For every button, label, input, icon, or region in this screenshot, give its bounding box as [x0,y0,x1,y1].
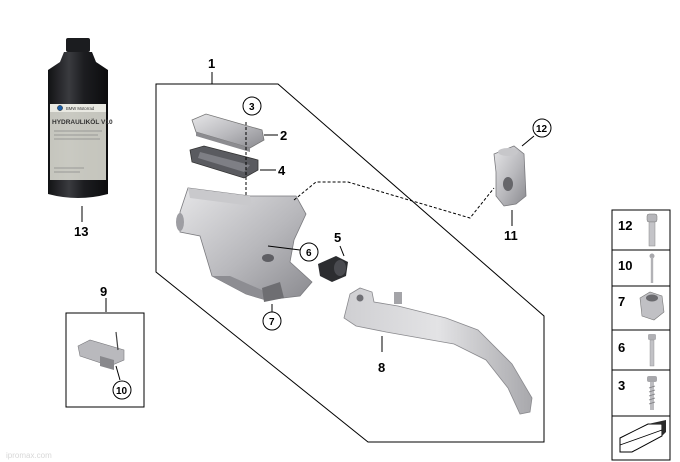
master-cylinder-body [176,187,313,302]
callout-6: 6 [306,248,312,259]
callout-2: 2 [280,128,287,143]
bottle-product: HYDRAULIKÖL V10 [52,117,113,126]
callout-5: 5 [334,230,341,245]
bmw-logo-icon [57,105,63,111]
lever-adjuster [394,292,402,304]
leader-12 [521,135,535,147]
parts-legend: 12 10 7 6 [611,209,671,461]
legend-row-3: 3 [618,376,657,410]
bottle-cap [66,38,90,52]
callout-13: 13 [74,224,88,239]
legend-row-7: 7 [618,291,665,321]
callout-12-badge [532,118,552,138]
callout-7-badge: 7 [262,304,282,331]
rubber-boot: 5 [318,230,348,282]
brake-switch-detail: 9 10 [65,284,145,408]
legend-row-6: 6 [618,334,656,367]
callout-9: 9 [100,284,107,299]
nut-icon [639,291,665,321]
leader-10 [115,365,121,381]
brake-switch [77,339,125,367]
bolt-icon [646,213,658,247]
arrow-symbol-icon [619,420,666,453]
legend-number-6: 6 [618,340,625,355]
callout-12: 12 [536,124,548,135]
hydraulic-oil-bottle: BMW Motorrad HYDRAULIKÖL V10 13 [48,38,113,239]
legend-row-12: 12 [618,213,658,247]
switch-pin [115,331,119,351]
callout-10-badge [112,380,132,400]
leader-6 [267,245,301,251]
clamp-alignment-line [293,181,495,219]
callout-8: 8 [378,360,385,375]
legend-number-7: 7 [618,294,625,309]
callout-11: 11 [504,228,518,243]
legend-number-3: 3 [618,378,625,393]
leader-5 [339,245,345,257]
pin-icon [649,253,655,283]
lever-pivot [356,294,364,302]
handlebar-clamp: 11 12 [493,118,552,243]
legend-number-12: 12 [618,218,632,233]
callout-3: 3 [249,102,255,113]
bottle-brand: BMW Motorrad [66,106,95,111]
bottle-label: BMW Motorrad HYDRAULIKÖL V10 [50,104,113,180]
legend-row-10: 10 [618,253,655,283]
screw-icon [647,376,657,410]
watermark: ipromax.com [6,451,52,460]
callout-4: 4 [278,163,286,178]
brake-lever: 8 [343,287,533,415]
screw-icon [648,334,656,367]
callout-7: 7 [269,317,275,328]
reservoir-gasket: 4 [189,145,286,179]
legend-frame [611,209,671,461]
callout-1: 1 [208,56,215,71]
callout-6-badge: 6 [267,242,319,262]
callout-10: 10 [116,386,128,397]
assembly-1-outline: 1 [155,56,545,443]
bottle-fine-print [54,130,102,173]
legend-number-10: 10 [618,258,632,273]
bore-hole [262,254,274,262]
callout-3-badge: 3 [242,96,262,116]
